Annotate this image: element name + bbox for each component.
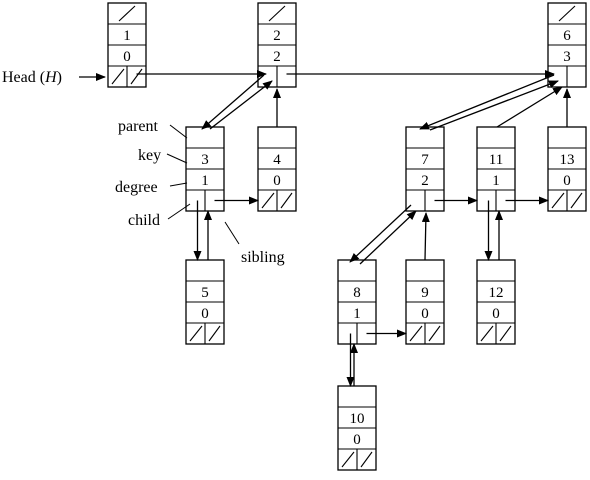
label-parent: parent <box>118 118 159 135</box>
node-degree: 0 <box>123 49 131 65</box>
node-degree: 2 <box>421 173 429 189</box>
heap-node-2: 22 <box>257 2 297 88</box>
node-degree: 0 <box>201 306 209 322</box>
heap-node-5: 50 <box>185 259 225 345</box>
node-degree: 0 <box>492 306 500 322</box>
node-key: 9 <box>421 285 429 301</box>
heap-node-1: 10 <box>107 2 147 88</box>
label-degree: degree <box>115 179 158 196</box>
edge-child-6-7 <box>419 74 555 130</box>
label-parent-leader <box>169 124 188 139</box>
heap-node-4: 40 <box>257 126 297 212</box>
node-key: 12 <box>489 285 504 301</box>
label-key: key <box>138 147 161 164</box>
node-key: 2 <box>273 28 281 44</box>
edge-child-2-3 <box>201 74 265 130</box>
node-degree: 1 <box>492 173 500 189</box>
node-key: 11 <box>489 152 503 168</box>
node-degree: 1 <box>201 173 209 189</box>
edges-layer <box>136 70 571 387</box>
label-sibling-leader <box>224 221 240 245</box>
node-key: 6 <box>563 28 571 44</box>
edge-parent-3-2 <box>209 80 273 130</box>
node-key: 4 <box>273 152 281 168</box>
edge-parent-7-6 <box>429 80 559 131</box>
edge-parent-8-7 <box>359 210 417 265</box>
label-sibling: sibling <box>241 249 285 266</box>
label-child: child <box>128 212 160 229</box>
node-key: 13 <box>560 152 575 168</box>
node-degree: 0 <box>563 173 571 189</box>
edge-parent-9-7 <box>421 212 430 261</box>
heap-node-13: 130 <box>547 126 587 212</box>
heap-node-8: 81 <box>337 259 377 345</box>
node-key: 1 <box>123 28 131 44</box>
head-label: Head (H) <box>2 69 62 86</box>
node-key: 8 <box>353 285 361 301</box>
node-key: 10 <box>350 411 365 427</box>
edge-child-7-8 <box>349 204 412 263</box>
heap-node-3: 31 <box>185 126 225 212</box>
node-key: 3 <box>201 152 209 168</box>
heap-node-9: 90 <box>405 259 445 345</box>
node-degree: 3 <box>563 49 571 65</box>
heap-node-12: 120 <box>476 259 516 345</box>
node-degree: 2 <box>273 49 281 65</box>
label-child-leader <box>167 203 191 220</box>
node-key: 7 <box>421 152 429 168</box>
heap-node-10: 100 <box>337 385 377 471</box>
heap-node-6: 63 <box>547 2 587 88</box>
label-key-leader <box>166 153 188 164</box>
node-key: 5 <box>201 285 209 301</box>
edge-parent-11-6 <box>496 86 563 128</box>
label-degree-leader <box>169 182 188 187</box>
node-degree: 1 <box>353 306 361 322</box>
node-degree: 0 <box>353 432 361 448</box>
node-degree: 0 <box>273 173 281 189</box>
node-degree: 0 <box>421 306 429 322</box>
heap-node-7: 72 <box>405 126 445 212</box>
heap-node-11: 111 <box>476 126 516 212</box>
